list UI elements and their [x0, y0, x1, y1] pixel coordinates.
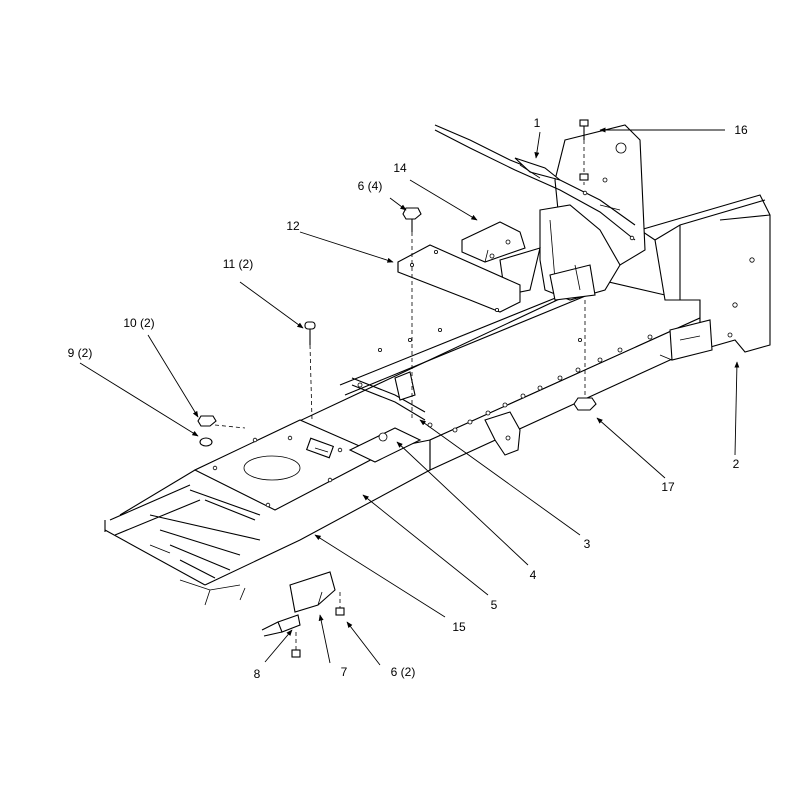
callout-4: 4: [530, 568, 537, 582]
lower-hanger-bracket: [484, 411, 521, 456]
bracket-part-7: [261, 571, 345, 658]
plate-part-12: [397, 244, 521, 313]
callout-11: 11 (2): [223, 257, 253, 271]
callout-8: 8: [254, 667, 261, 681]
callout-5: 5: [491, 598, 498, 612]
callout-16: 16: [734, 123, 748, 137]
support-bracket: [539, 204, 621, 301]
callout-10: 10 (2): [123, 316, 154, 330]
rear-floor: [104, 484, 261, 606]
callout-1: 1: [534, 116, 541, 130]
hardware: [197, 119, 597, 447]
leader-lines: [79, 127, 740, 666]
front-plate: [638, 194, 771, 361]
mounting-plate: [193, 419, 422, 511]
callout-labels: 1 2 3 4 5 6 (4) 6 (2) 7 8 9 (2) 10 (2) 1…: [68, 116, 748, 681]
crossbar-part-1: [434, 124, 636, 241]
callout-2: 2: [733, 457, 740, 471]
callout-7: 7: [341, 665, 348, 679]
callout-6-4: 6 (4): [358, 179, 383, 193]
callout-9: 9 (2): [68, 346, 93, 360]
callout-14: 14: [393, 161, 407, 175]
linkage-part-3: [351, 371, 433, 428]
callout-3: 3: [584, 537, 591, 551]
callout-15: 15: [452, 620, 466, 634]
callout-12: 12: [286, 219, 300, 233]
callout-17: 17: [661, 480, 675, 494]
callout-6-2: 6 (2): [391, 665, 416, 679]
frame-holes: [377, 297, 653, 433]
